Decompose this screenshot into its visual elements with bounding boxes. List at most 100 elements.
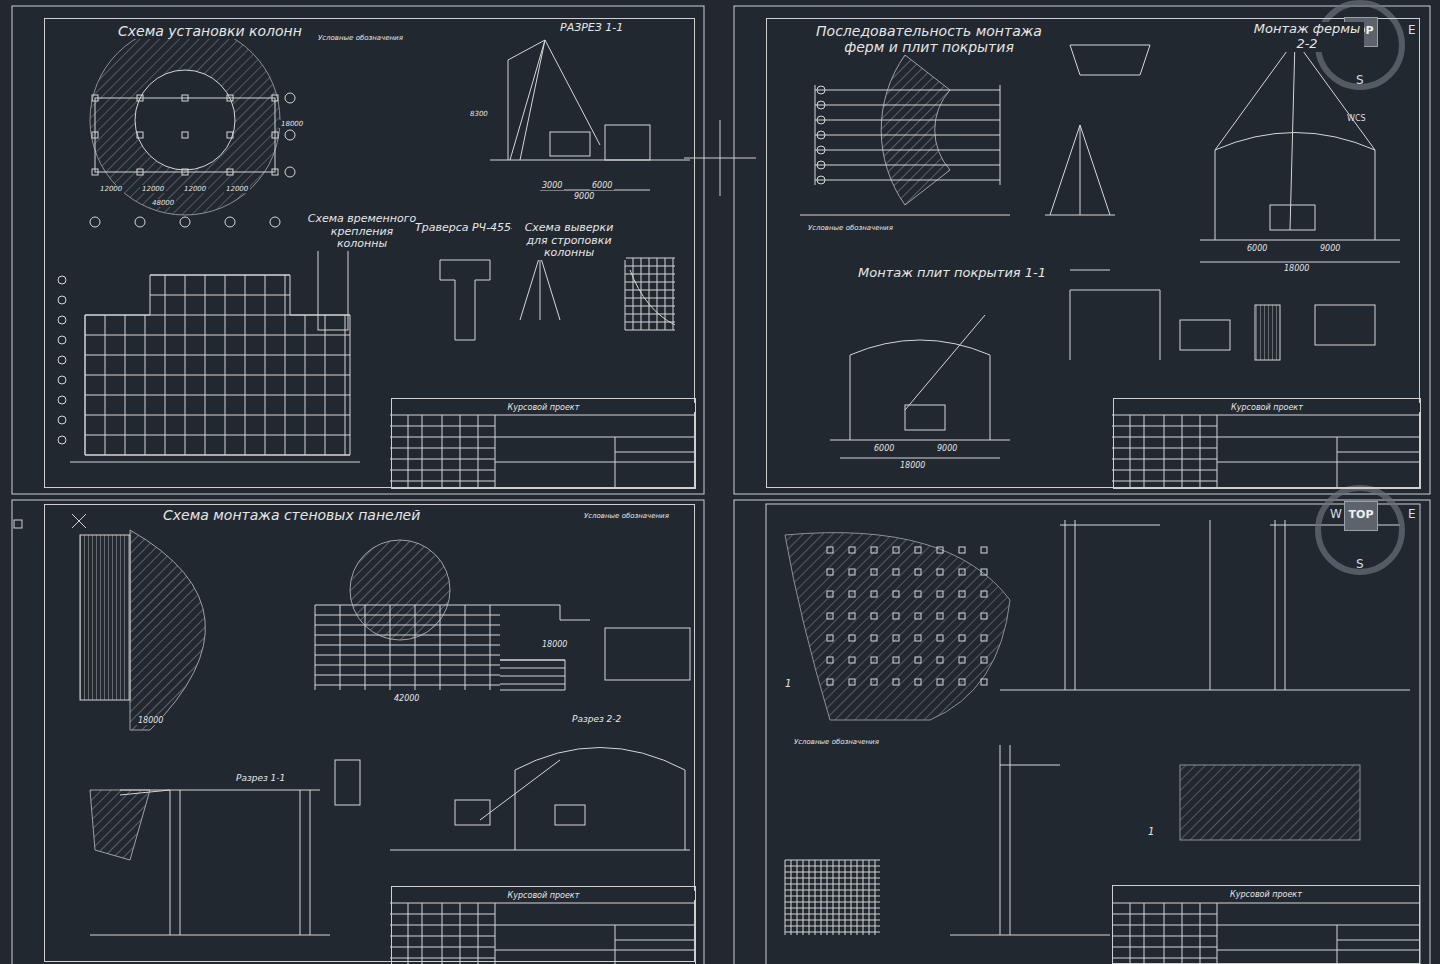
tower-crane	[950, 745, 1110, 935]
grid-line	[649, 258, 650, 330]
column-mark	[893, 591, 899, 597]
axis-bubble	[817, 131, 825, 139]
grid-line	[625, 290, 675, 291]
column-mark	[915, 591, 921, 597]
column-mark	[959, 591, 965, 597]
grid-line	[365, 605, 366, 690]
compass-letter: S	[1354, 558, 1366, 572]
title-block-line	[1144, 903, 1145, 964]
truck	[555, 805, 585, 825]
grid-line	[105, 315, 106, 455]
grid-line	[815, 150, 1000, 151]
compass-letter: W	[1328, 508, 1344, 522]
grid-line	[657, 258, 658, 330]
dimension: 9000	[572, 192, 596, 201]
title-block-line	[1164, 415, 1165, 488]
grid-line	[625, 274, 675, 275]
axis-bubble	[225, 217, 235, 227]
axis-bubble	[817, 101, 825, 109]
grid-line	[785, 932, 880, 933]
traverse	[440, 260, 490, 340]
column-mark	[92, 95, 98, 101]
axis-bubble	[58, 276, 66, 284]
column-mark	[849, 547, 855, 553]
grid-line	[821, 860, 822, 935]
axis-bubble	[817, 176, 825, 184]
grid-line	[839, 860, 840, 935]
column-mark	[937, 635, 943, 641]
column-mark	[893, 613, 899, 619]
column-mark	[959, 613, 965, 619]
grid-line	[345, 315, 346, 455]
column-mark	[959, 569, 965, 575]
grid-line	[85, 375, 350, 376]
cursor	[72, 514, 86, 528]
column-mark	[871, 591, 877, 597]
grid-line	[465, 605, 466, 690]
column-mark	[915, 613, 921, 619]
panel-stack	[80, 535, 130, 700]
title-block-line	[495, 415, 496, 488]
title-block-line	[1337, 940, 1420, 941]
grid-line	[315, 685, 500, 686]
column-mark	[92, 132, 98, 138]
dimension: 18000	[898, 461, 927, 470]
title-block-text: Курсовой проект	[1113, 890, 1419, 899]
column-mark	[937, 591, 943, 597]
crane-body	[605, 125, 650, 160]
legend-box	[605, 628, 690, 680]
view-title: РАЗРЕЗ 1-1	[558, 22, 625, 35]
title-block-line	[615, 925, 616, 964]
title-block-line	[1337, 925, 1338, 964]
grid-line	[785, 914, 880, 915]
grid-line	[785, 884, 880, 885]
grid-line	[875, 860, 876, 935]
title-block-line	[495, 925, 695, 926]
grid-line	[641, 258, 642, 330]
title-block-text: Курсовой проект	[392, 891, 695, 900]
grid-line	[815, 135, 1000, 136]
support-detail	[1070, 270, 1160, 360]
dimension: 42000	[392, 694, 421, 703]
column-mark	[227, 169, 233, 175]
column-mark	[915, 679, 921, 685]
grid-line	[390, 605, 391, 690]
dimension: 1	[1146, 826, 1156, 838]
title-block-line	[478, 415, 479, 488]
title-block-line	[408, 415, 409, 488]
grid-line	[803, 860, 804, 935]
grid-line	[863, 860, 864, 935]
drawing-sheet: Схема монтажа стеновых панелейКурсовой п…	[44, 504, 695, 962]
view-title: Условные обозначения	[582, 512, 671, 520]
grid-line	[265, 275, 266, 455]
grid-line	[625, 282, 675, 283]
alignment-scheme	[520, 255, 560, 320]
title-block-line	[1182, 903, 1183, 964]
view-title: Схема временного крепления колонны	[305, 213, 419, 251]
column-mark	[981, 591, 987, 597]
ground	[490, 160, 690, 161]
column-mark	[871, 635, 877, 641]
sling-scheme	[1045, 125, 1115, 215]
column-mark	[893, 679, 899, 685]
crane-body	[905, 405, 945, 430]
grid-line	[827, 860, 828, 935]
sheet-outer	[734, 500, 1430, 964]
column-mark	[272, 132, 278, 138]
grid-line	[785, 860, 880, 861]
grid-line	[797, 860, 798, 935]
title-block-line	[442, 903, 443, 964]
dimension-line	[70, 462, 360, 463]
column-mark	[915, 635, 921, 641]
column-mark	[849, 569, 855, 575]
title-block-line	[390, 415, 695, 416]
grid-line	[440, 605, 441, 690]
grid-line	[815, 180, 1000, 181]
axis-bubble	[135, 217, 145, 227]
axis-bubble	[270, 217, 280, 227]
title-block-line	[442, 415, 443, 488]
dimension: 6000	[872, 444, 896, 453]
column-mark	[893, 569, 899, 575]
truck	[550, 132, 590, 156]
